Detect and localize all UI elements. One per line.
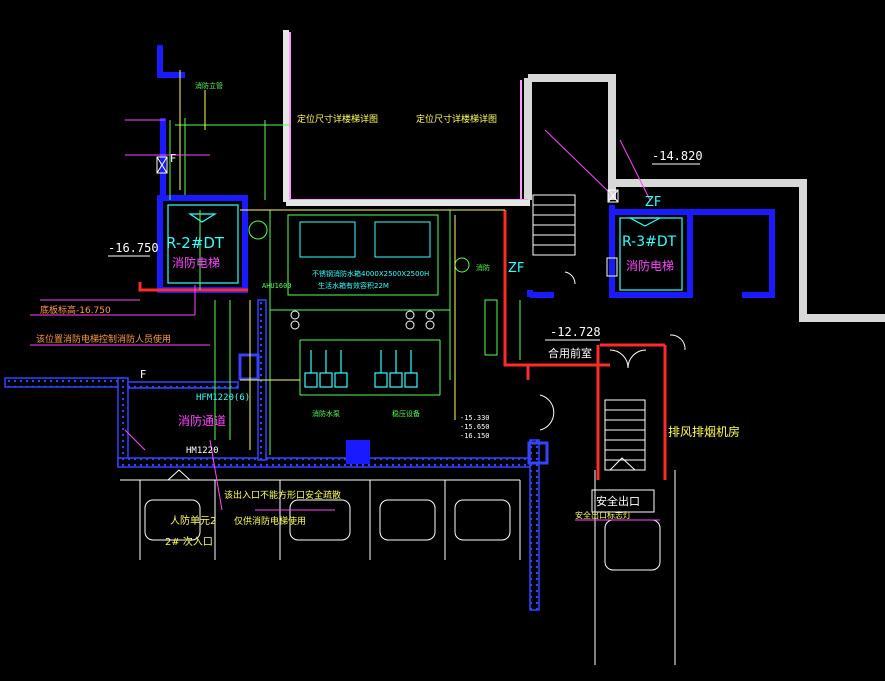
exhaust-room-label: 排风排烟机房	[668, 424, 740, 439]
red-room-outline	[138, 210, 667, 480]
safety-exit-box	[591, 489, 655, 513]
elevator-left-name: 消防电梯	[172, 255, 220, 270]
small-shaft	[238, 353, 260, 381]
note-duct-top-left: 定位尺寸详楼梯详图	[297, 113, 378, 125]
note-exit-unit: 人防单元2	[170, 514, 216, 527]
level-note-1: -15.330	[460, 414, 490, 422]
pump-units	[304, 350, 418, 388]
level-left: -16.750	[108, 241, 159, 255]
note-tank-2: 生活水箱有效容积22M	[318, 281, 389, 290]
elevator-right-name: 消防电梯	[626, 258, 674, 273]
note-blocked-entrance: 该出入口不能方形口安全疏散	[224, 489, 341, 501]
note-fire-pipe: 消防立管	[195, 81, 223, 90]
front-room-label: 合用前室	[548, 346, 592, 360]
white-thick-lines	[283, 30, 530, 206]
fixture-markers	[156, 156, 619, 481]
f-left-label: F	[170, 152, 176, 165]
safety-exit-label: 安全出口	[596, 494, 640, 508]
signage-label: 安全出口标志灯	[575, 510, 631, 520]
zf-top-label: ZF	[645, 195, 661, 210]
stairs	[532, 194, 646, 471]
note-duct-top-right: 定位尺寸详楼梯详图	[416, 113, 497, 125]
note-outlet: 消防	[476, 263, 490, 272]
zf-mid-label: ZF	[508, 261, 524, 276]
level-mid: -12.728	[550, 325, 601, 339]
level-note-3: -16.150	[460, 432, 490, 440]
level-right-top: -14.820	[652, 149, 703, 163]
door-hfm-label: HFM1220(6)	[196, 393, 250, 403]
note-exit-unit-2: 2# 次入口	[165, 535, 213, 548]
note-pump-2: 稳压设备	[392, 409, 420, 418]
note-pump: 消防水泵	[312, 409, 340, 418]
column-block	[346, 440, 370, 464]
door-hm-label: HM1220	[186, 446, 219, 456]
note-ahu: AHU1600	[262, 282, 292, 290]
valves	[290, 310, 435, 330]
note-floor-level: 底板标高-16.750	[40, 304, 111, 316]
hatched-walls	[4, 299, 540, 611]
note-elevator-pit: 该位置消防电梯控制消防人员使用	[36, 333, 171, 345]
small-shaft-2	[527, 441, 549, 465]
elevator-cars	[167, 204, 683, 291]
level-note-2: -15.650	[460, 423, 490, 431]
note-tank: 不锈钢消防水箱4000X2500X2500H	[312, 269, 429, 278]
door-arcs	[539, 271, 686, 431]
elevator-right-walls	[527, 205, 775, 298]
elevator-left-tag: R-2#DT	[166, 234, 225, 252]
f-mid-label: F	[140, 368, 146, 381]
yellow-pipes	[179, 70, 505, 450]
magenta-leaders	[30, 119, 660, 521]
fire-corridor-label: 消防通道	[178, 413, 226, 428]
elevator-right-tag: R-3#DT	[622, 234, 677, 250]
note-fire-lift: 仅供消防电梯使用	[234, 515, 306, 527]
white-structural-walls	[524, 74, 885, 322]
